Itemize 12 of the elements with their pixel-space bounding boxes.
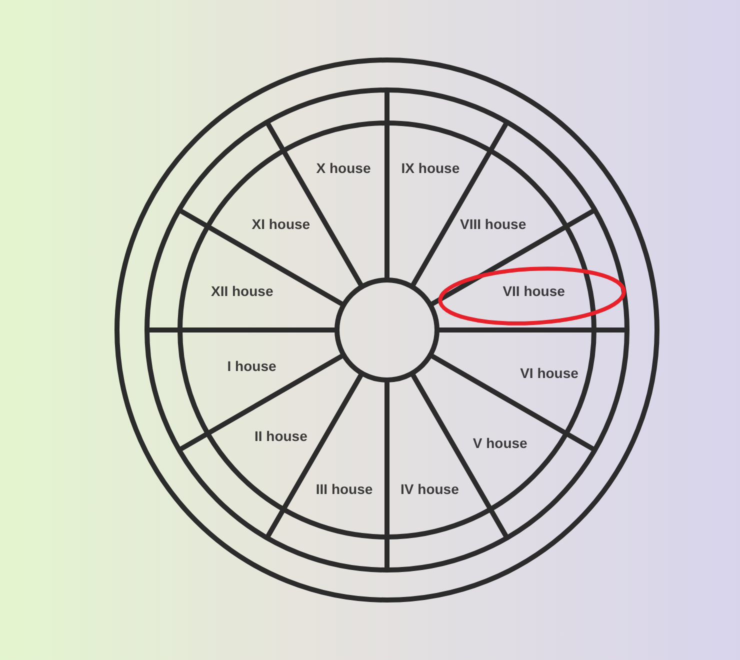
house-label: XII house xyxy=(211,283,274,300)
house-label: IX house xyxy=(401,160,460,176)
house-label: V house xyxy=(472,435,528,452)
house-label: VII house xyxy=(502,282,565,299)
house-label: X house xyxy=(316,160,371,176)
house-label: IV house xyxy=(400,481,459,498)
house-label: XI house xyxy=(252,216,310,232)
house-label: VI house xyxy=(520,365,578,382)
house-label: II house xyxy=(254,428,308,444)
house-label: I house xyxy=(227,358,276,374)
house-label: III house xyxy=(316,481,373,498)
house-label: VIII house xyxy=(460,216,526,232)
